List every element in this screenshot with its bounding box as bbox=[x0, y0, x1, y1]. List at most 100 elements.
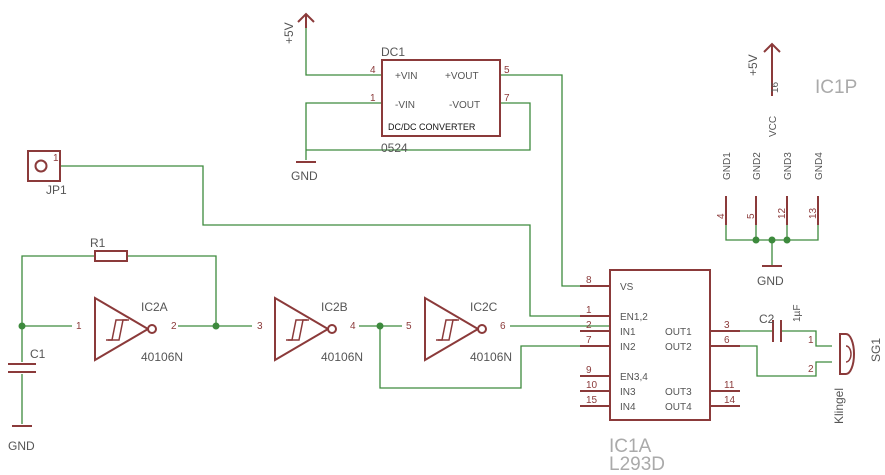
ic-pin-label: GND2 bbox=[752, 152, 763, 180]
ground-label: GND bbox=[8, 439, 35, 453]
resistor-icon bbox=[94, 250, 128, 262]
ground-label: GND bbox=[291, 169, 318, 183]
ic-pin-label: OUT3 bbox=[665, 387, 692, 398]
dc1-pin-label: +VIN bbox=[395, 71, 418, 82]
pin-number: 3 bbox=[257, 321, 263, 332]
pin-number: 4 bbox=[370, 65, 376, 76]
r1-name: R1 bbox=[90, 236, 106, 250]
sg1-buzzer[interactable]: 1 2 SG1 Klingel bbox=[808, 333, 883, 424]
c1-name: C1 bbox=[30, 347, 46, 361]
wire-r1-left bbox=[21, 255, 95, 326]
sg1-name: SG1 bbox=[869, 338, 883, 362]
junction-dot bbox=[783, 236, 791, 244]
supply-5v-left: +5V bbox=[282, 12, 315, 44]
jp1-pin-icon bbox=[34, 159, 48, 173]
buzzer-arc-icon bbox=[845, 345, 852, 363]
ic1a-body bbox=[609, 269, 711, 421]
r1-resistor[interactable]: R1 bbox=[90, 236, 128, 262]
dc1-pin-label: +VOUT bbox=[445, 71, 479, 82]
ic-pin-label: OUT2 bbox=[665, 342, 692, 353]
ic-pin-label: OUT4 bbox=[665, 402, 692, 413]
junction-dot bbox=[752, 236, 760, 244]
c2-value: 1µF bbox=[792, 305, 803, 322]
dc1-converter[interactable]: DC1 +VIN +VOUT -VIN -VOUT DC/DC CONVERTE… bbox=[370, 45, 510, 155]
pin-number: 1 bbox=[76, 321, 82, 332]
wire-out2-sg1 bbox=[705, 345, 832, 377]
ground-label: GND bbox=[757, 274, 784, 288]
ic2c-inverter[interactable]: 5 6 IC2C 40106N bbox=[406, 296, 512, 364]
schmitt-icon bbox=[438, 319, 459, 341]
pin-number: 11 bbox=[724, 380, 735, 391]
schmitt-icon bbox=[108, 319, 129, 341]
pin-number: 13 bbox=[808, 207, 819, 219]
ic-pin-label: GND1 bbox=[722, 152, 733, 180]
c2-name: C2 bbox=[759, 312, 775, 326]
gnd-ic1p: GND bbox=[757, 265, 784, 288]
wire-r1-right bbox=[127, 255, 217, 326]
dc1-pin-label: -VIN bbox=[395, 100, 415, 111]
pin-number: 2 bbox=[808, 364, 814, 375]
pin-number: 12 bbox=[777, 207, 788, 219]
ic2a-inverter[interactable]: 1 2 IC2A 40106N bbox=[76, 296, 183, 364]
pin-number: 1 bbox=[808, 335, 814, 346]
dc1-name: DC1 bbox=[381, 45, 405, 59]
pin-number: 7 bbox=[504, 93, 510, 104]
ic-pin-label: IN4 bbox=[620, 402, 636, 413]
pin-number: 1 bbox=[370, 93, 376, 104]
gnd-c1: GND bbox=[8, 425, 35, 453]
pin-number: 1 bbox=[586, 305, 592, 316]
wire-c2-sg1 bbox=[782, 330, 832, 347]
ic-pin-label: IN1 bbox=[620, 327, 636, 338]
junction-dot bbox=[768, 236, 776, 244]
schmitt-icon bbox=[288, 319, 309, 341]
junction-dot bbox=[212, 322, 220, 330]
inverter-bubble-icon bbox=[147, 324, 157, 334]
dc1-value: 0524 bbox=[381, 141, 408, 155]
jp1-name: JP1 bbox=[46, 183, 67, 197]
buzzer-icon bbox=[839, 333, 855, 375]
ic2b-value: 40106N bbox=[321, 350, 363, 364]
jp1-connector[interactable]: 1 JP1 bbox=[27, 150, 67, 197]
ic-pin-label: EN3,4 bbox=[620, 372, 648, 383]
ic-pin-label: OUT1 bbox=[665, 327, 692, 338]
dc1-type-label: DC/DC CONVERTER bbox=[388, 122, 476, 132]
ic-pin-label: GND4 bbox=[814, 152, 825, 180]
jp1-body bbox=[27, 150, 61, 182]
c2-capacitor[interactable]: C2 1µF bbox=[759, 305, 803, 342]
pin-number: 4 bbox=[716, 213, 727, 219]
pin-number: 2 bbox=[586, 320, 592, 331]
ic2a-name: IC2A bbox=[141, 300, 168, 314]
pin-number: 5 bbox=[746, 213, 757, 219]
ic1a-value: L293D bbox=[609, 454, 665, 475]
junction-dot bbox=[376, 322, 384, 330]
junction-dot bbox=[18, 322, 26, 330]
vcc-label: VCC bbox=[768, 116, 779, 137]
ic1p-name: IC1P bbox=[815, 77, 857, 98]
wire-vout-neg-gnd bbox=[306, 102, 531, 151]
wire-5v-vin bbox=[305, 25, 382, 76]
ic-pin-label: VS bbox=[620, 282, 634, 293]
pin-number: 5 bbox=[406, 321, 412, 332]
ic1a-name: IC1A bbox=[609, 436, 652, 457]
ic2b-inverter[interactable]: 3 4 IC2B 40106N bbox=[257, 296, 363, 364]
pin-number: 7 bbox=[586, 335, 592, 346]
c1-capacitor[interactable]: C1 bbox=[8, 347, 46, 373]
wire-in2 bbox=[379, 326, 610, 389]
pin-number: 14 bbox=[724, 395, 736, 406]
pin-number: 2 bbox=[171, 321, 177, 332]
sg1-value: Klingel bbox=[832, 388, 846, 424]
inverter-bubble-icon bbox=[327, 324, 337, 334]
ic-pin-label: EN1,2 bbox=[620, 312, 648, 323]
ic2b-name: IC2B bbox=[321, 300, 348, 314]
wire-jp1-en12 bbox=[48, 165, 610, 317]
pin-number: 10 bbox=[586, 380, 598, 391]
pin-number: 8 bbox=[586, 275, 592, 286]
pin-number: 4 bbox=[350, 321, 356, 332]
supply-label: +5V bbox=[746, 54, 760, 76]
wire-vout-vs bbox=[500, 74, 610, 287]
supply-5v-right: +5V bbox=[746, 42, 781, 96]
